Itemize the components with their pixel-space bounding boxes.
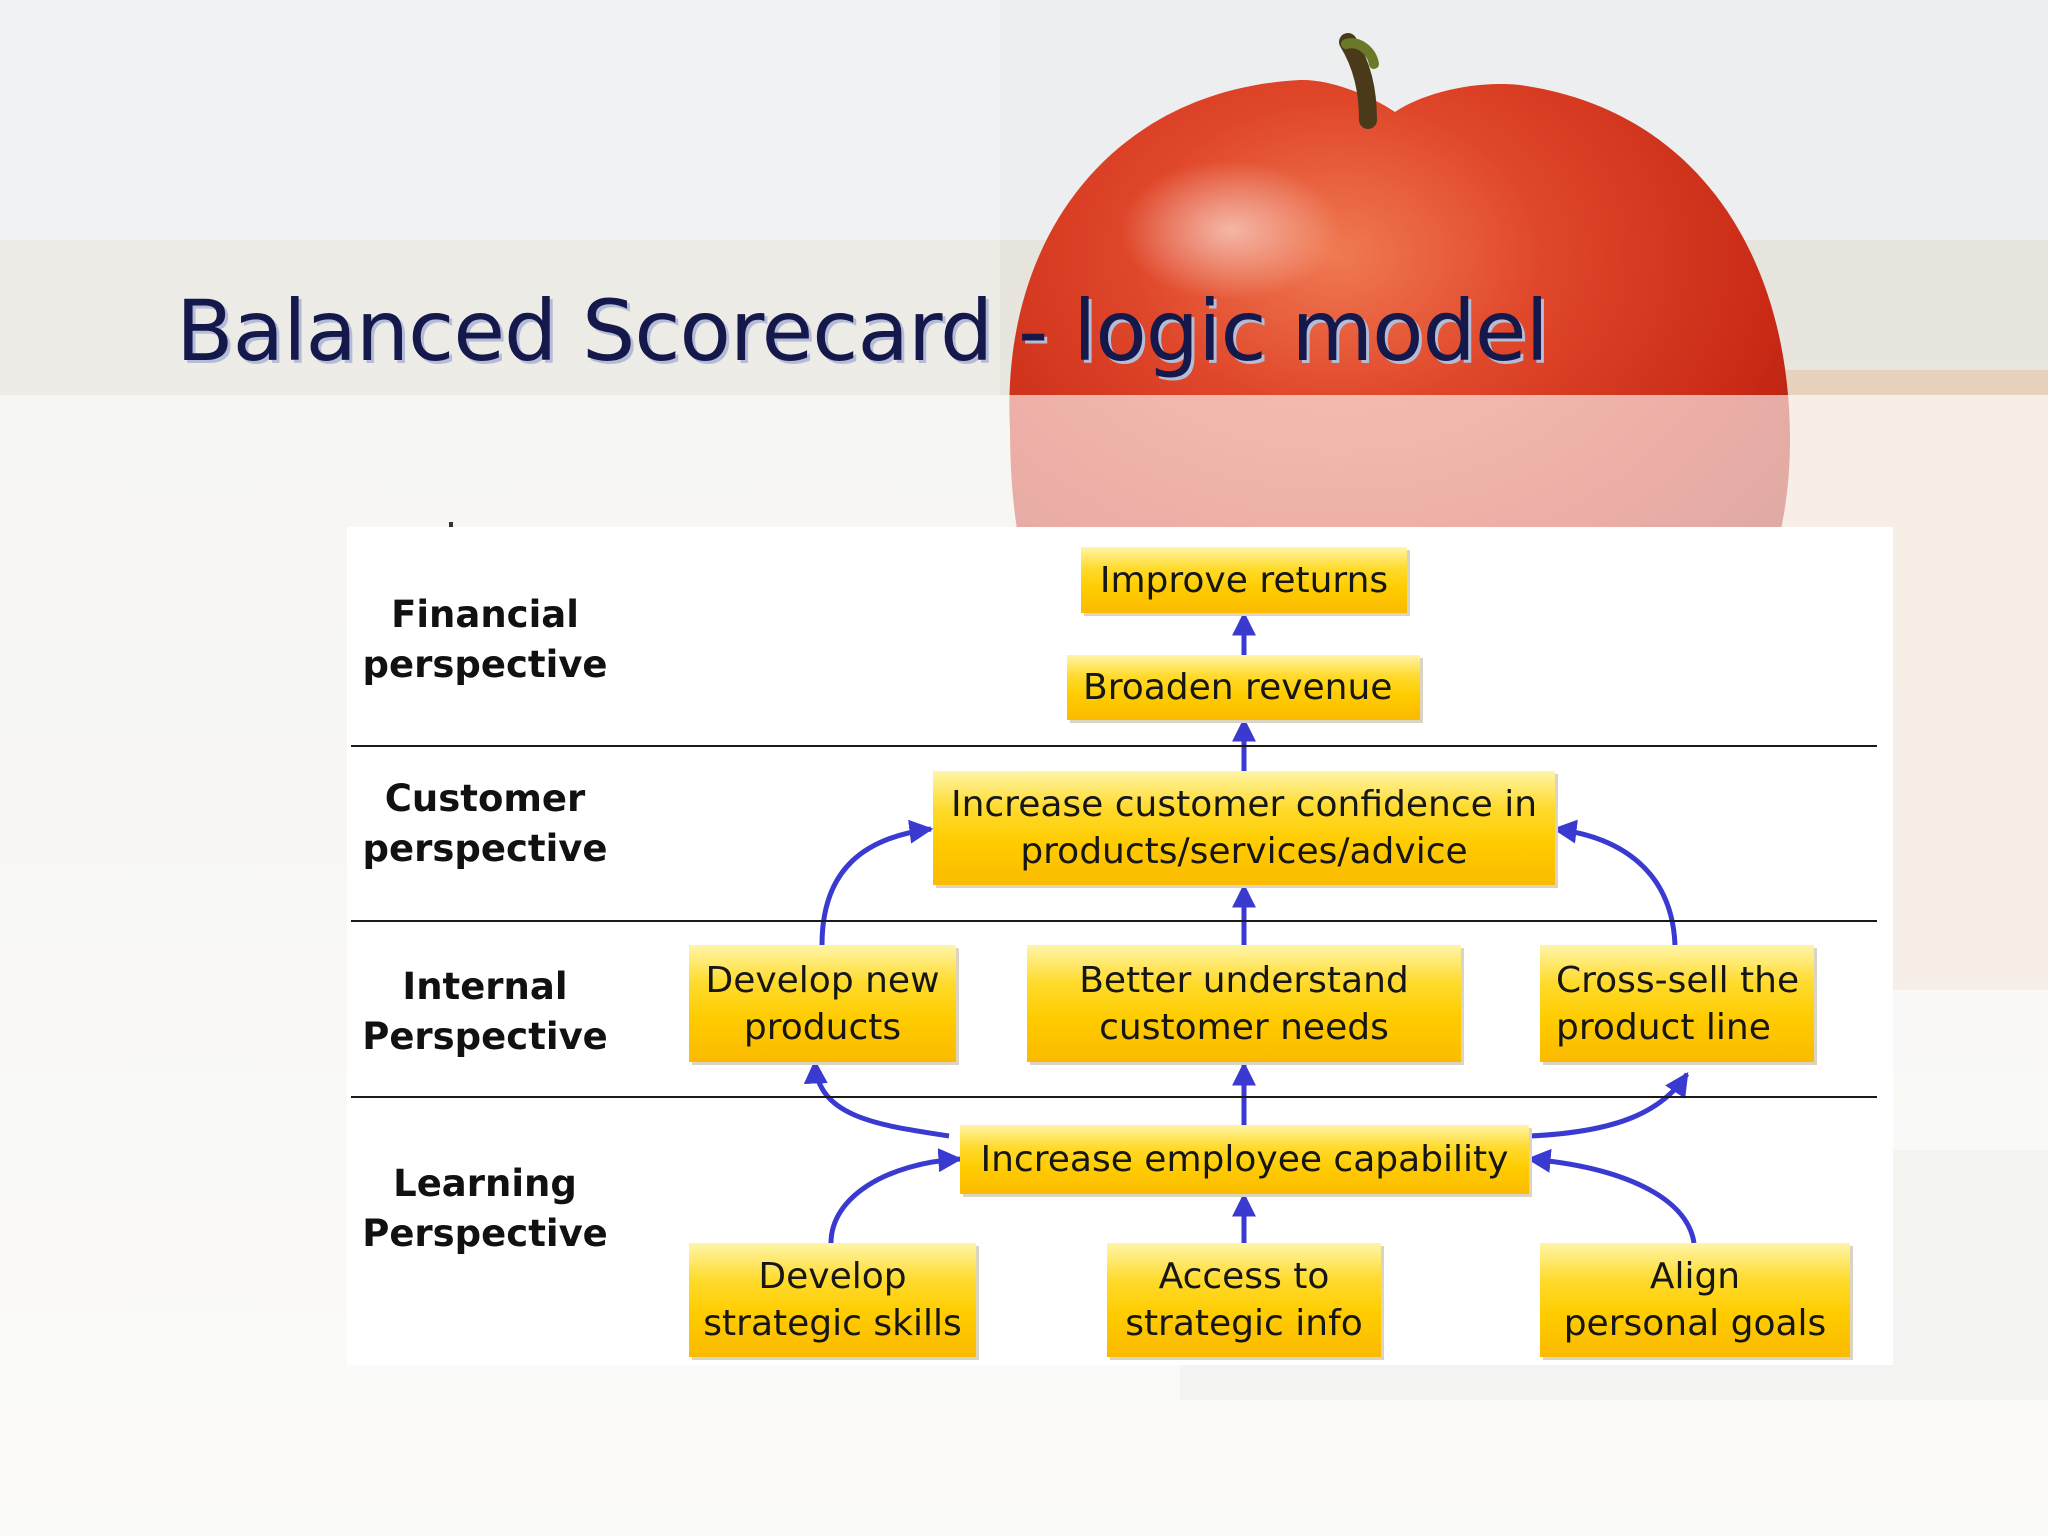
arrow-skills-to-capability — [828, 1148, 963, 1244]
stray-mark — [449, 522, 453, 530]
personal-goals-box: Align personal goals — [1540, 1243, 1850, 1357]
divider-internal-learning — [351, 1096, 1877, 1098]
employee-capability-box: Increase employee capability — [960, 1125, 1529, 1194]
arrow-goals-to-capability — [1526, 1148, 1697, 1244]
arrow-capability-to-products — [803, 1059, 950, 1139]
slide-title: Balanced Scorecard - logic model — [176, 282, 1549, 380]
divider-financial-customer — [351, 745, 1877, 747]
customer-confidence-box: Increase customer confidence in products… — [933, 771, 1555, 885]
strategic-skills-box: Develop strategic skills — [689, 1243, 976, 1357]
title-accent: logic model — [1073, 282, 1549, 380]
title-main: Balanced Scorecard - — [176, 282, 1074, 380]
cross-sell-box: Cross-sell the product line — [1540, 945, 1814, 1062]
logic-model-diagram: Financial perspective Customer perspecti… — [347, 527, 1893, 1365]
arrow-capability-to-crosssell — [1529, 1071, 1690, 1139]
financial-perspective-label: Financial perspective — [362, 593, 608, 686]
customer-perspective-label: Customer perspective — [362, 777, 608, 870]
improve-returns-box: Improve returns — [1081, 547, 1407, 613]
develop-products-box: Develop new products — [689, 945, 956, 1062]
arrow-crosssell-to-confidence — [1552, 819, 1678, 946]
understand-needs-box: Better understand customer needs — [1027, 945, 1461, 1062]
arrow-products-to-confidence — [819, 819, 934, 946]
divider-customer-internal — [351, 920, 1877, 922]
broaden-revenue-box: Broaden revenue — [1067, 655, 1420, 720]
learning-perspective-label: Learning Perspective — [362, 1162, 608, 1255]
strategic-info-box: Access to strategic info — [1107, 1243, 1381, 1357]
internal-perspective-label: Internal Perspective — [362, 965, 608, 1058]
connector-arrows — [803, 611, 1697, 1244]
